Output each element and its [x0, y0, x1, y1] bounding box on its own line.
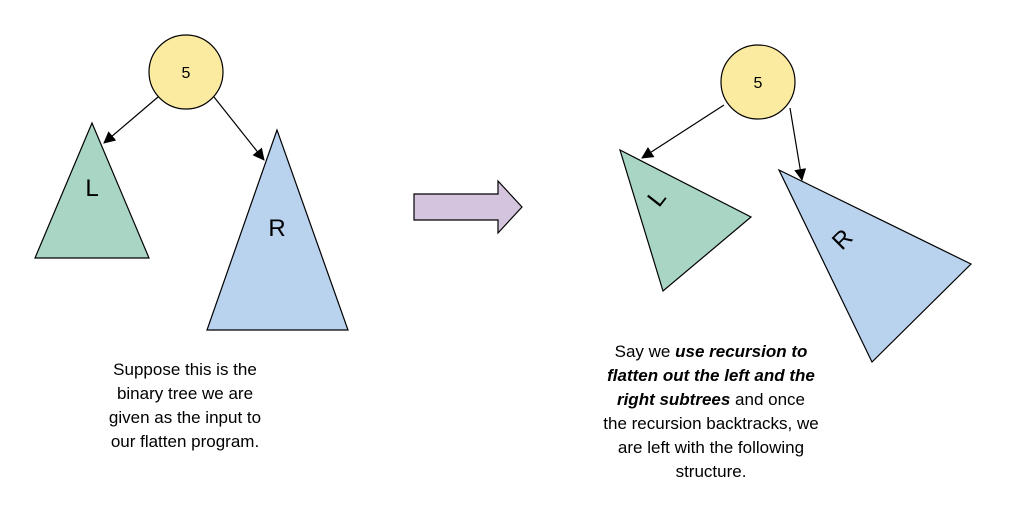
after-tree: L R 5	[619, 44, 973, 364]
before-caption-line: our flatten program.	[110, 432, 260, 451]
before-right-subtree-label: R	[268, 215, 285, 242]
before-root-label: 5	[182, 65, 191, 82]
after-caption-text: and once	[730, 390, 806, 409]
before-caption-line: Suppose this is the	[113, 360, 257, 379]
after-caption-line: Say we use recursion to	[580, 340, 842, 364]
after-caption-text: Say we	[614, 342, 676, 361]
after-caption-line: flatten out the left and the	[580, 364, 842, 388]
before-tree: L R 5	[34, 34, 349, 331]
after-caption-line: structure.	[675, 462, 747, 481]
before-left-subtree	[34, 121, 150, 259]
right-arrow-icon	[413, 179, 523, 235]
after-left-subtree	[619, 148, 753, 293]
after-caption-line: right subtrees and once	[580, 388, 842, 412]
after-caption-emphasis: use recursion to	[675, 342, 808, 361]
before-caption-line: binary tree we are	[116, 384, 254, 403]
after-root-label: 5	[754, 75, 763, 92]
before-caption-line: given as the input to	[108, 408, 262, 427]
after-caption: Say we use recursion to flatten out the …	[580, 340, 842, 484]
after-caption-emphasis: flatten out the left and the	[607, 366, 815, 385]
before-caption: Suppose this is the binary tree we are g…	[60, 358, 310, 454]
after-caption-line: the recursion backtracks, we	[603, 414, 819, 433]
before-left-subtree-label: L	[85, 175, 98, 202]
after-edge-right	[789, 107, 807, 181]
before-edge-right	[213, 96, 265, 161]
after-caption-emphasis: right subtrees	[616, 390, 731, 409]
before-right-subtree	[206, 128, 349, 331]
after-root-node	[720, 44, 796, 120]
after-caption-line: are left with the following	[617, 438, 805, 457]
after-right-subtree	[777, 168, 973, 364]
after-edge-left	[641, 104, 725, 159]
before-edge-left	[103, 96, 159, 144]
before-root-node	[148, 34, 224, 110]
